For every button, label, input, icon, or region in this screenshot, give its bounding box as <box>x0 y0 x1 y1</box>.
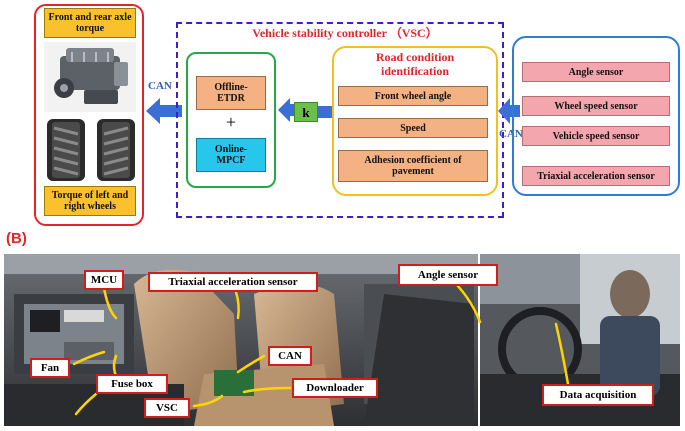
can-label-right: CAN <box>499 128 523 140</box>
vsc-frame <box>176 22 504 218</box>
wheel-speed-sensor-box: Wheel speed sensor <box>522 96 670 116</box>
mcu-label: MCU <box>84 270 124 290</box>
plus-sign: + <box>225 112 237 132</box>
vsc-title: Vehicle stability controller （VSC） <box>252 26 438 40</box>
can-label-left: CAN <box>148 80 172 92</box>
triaxial-leader <box>234 290 240 320</box>
tire-image-right <box>96 118 136 182</box>
fusebox-label: Fuse box <box>96 374 168 394</box>
controller-box <box>186 52 276 188</box>
fan-leader <box>72 350 106 366</box>
arrow-k-left <box>278 96 294 124</box>
arrow-k-right <box>318 100 332 124</box>
can-photo-label: CAN <box>268 346 312 366</box>
arrow-to-actuator <box>146 96 182 126</box>
can-leader <box>236 354 266 374</box>
vsc-photo-label: VSC <box>144 398 190 418</box>
angle-sensor-box: Angle sensor <box>522 62 670 82</box>
driver-photo <box>480 254 680 426</box>
triaxial-label: Triaxial acceleration sensor <box>148 272 318 292</box>
mcu-leader <box>102 286 118 320</box>
speed-box: Speed <box>338 118 488 138</box>
arrow-from-sensors <box>498 96 520 126</box>
panel-b-tag: (B) <box>6 230 27 247</box>
daq-leader <box>554 322 570 386</box>
fusebox-leader <box>112 354 118 378</box>
triaxial-sensor-box: Triaxial acceleration sensor <box>522 166 670 186</box>
downloader-label: Downloader <box>292 378 378 398</box>
engine-image <box>44 42 136 112</box>
sensor-box <box>512 36 680 196</box>
angle-sensor-label: Angle sensor <box>398 264 498 286</box>
road-condition-title: Road condition identification <box>375 50 455 78</box>
axle-torque-label: Front and rear axle torque <box>44 8 136 38</box>
actuator-box <box>34 4 144 226</box>
front-wheel-angle-box: Front wheel angle <box>338 86 488 106</box>
offline-etdr-box: Offline-ETDR <box>196 76 266 110</box>
k-gain-box: k <box>294 102 318 122</box>
tire-image-left <box>46 118 86 182</box>
downloader-leader <box>242 386 292 394</box>
data-acquisition-label: Data acquisition <box>542 384 654 406</box>
wheel-torque-label: Torque of left and right wheels <box>44 186 136 216</box>
road-condition-box <box>332 46 498 196</box>
online-mpcf-box: Online-MPCF <box>196 138 266 172</box>
fusebox-leader-2 <box>74 392 98 416</box>
vsc-leader <box>192 394 224 408</box>
vehicle-speed-sensor-box: Vehicle speed sensor <box>522 126 670 146</box>
fan-label: Fan <box>30 358 70 378</box>
adhesion-coefficient-box: Adhesion coefficient of pavement <box>338 150 488 182</box>
